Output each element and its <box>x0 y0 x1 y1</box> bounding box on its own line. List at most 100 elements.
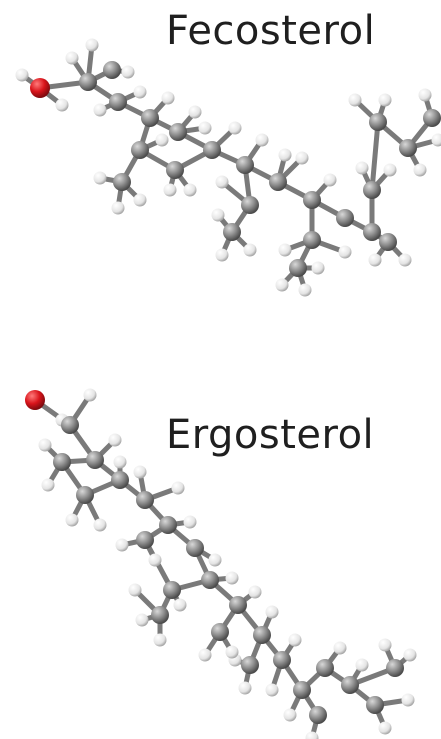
hydrogen-atom <box>198 121 212 135</box>
hydrogen-atom <box>85 38 99 52</box>
hydrogen-atom <box>215 248 229 262</box>
carbon-atom <box>61 416 79 434</box>
hydrogen-atom <box>111 201 125 215</box>
hydrogen-atom <box>198 648 212 662</box>
carbon-atom <box>211 623 229 641</box>
hydrogen-atom <box>338 245 352 259</box>
hydrogen-atom <box>333 641 347 655</box>
carbon-atom <box>386 659 404 677</box>
hydrogen-atom <box>93 518 107 532</box>
hydrogen-atom <box>403 648 417 662</box>
hydrogen-atom <box>108 433 122 447</box>
carbon-atom <box>336 209 354 227</box>
hydrogen-atom <box>323 173 337 187</box>
carbon-atom <box>151 606 169 624</box>
carbon-atom <box>203 141 221 159</box>
carbon-atom <box>136 491 154 509</box>
ergosterol-atoms-and-bonds <box>25 388 417 739</box>
hydrogen-atom <box>121 65 135 79</box>
hydrogen-atom <box>65 513 79 527</box>
carbon-atom <box>201 571 219 589</box>
hydrogen-atom <box>228 121 242 135</box>
hydrogen-atom <box>171 481 185 495</box>
hydrogen-atom <box>368 253 382 267</box>
bond <box>369 119 381 193</box>
carbon-atom <box>86 451 104 469</box>
carbon-atom <box>341 676 359 694</box>
carbon-atom <box>303 231 321 249</box>
carbon-atom <box>423 109 441 127</box>
hydrogen-atom <box>225 645 239 659</box>
carbon-atom <box>159 516 177 534</box>
hydrogen-atom <box>295 151 309 165</box>
carbon-atom <box>253 626 271 644</box>
hydrogen-atom <box>348 93 362 107</box>
hydrogen-atom <box>398 253 412 267</box>
carbon-atom <box>309 706 327 724</box>
hydrogen-atom <box>418 88 432 102</box>
hydrogen-atom <box>288 633 302 647</box>
hydrogen-atom <box>278 243 292 257</box>
hydrogen-atom <box>55 98 69 112</box>
carbon-atom <box>303 191 321 209</box>
hydrogen-atom <box>38 438 52 452</box>
hydrogen-atom <box>311 261 325 275</box>
hydrogen-atom <box>278 148 292 162</box>
fecosterol-ball-and-stick-model <box>15 38 441 297</box>
carbon-atom <box>141 109 159 127</box>
carbon-atom <box>229 596 247 614</box>
hydrogen-atom <box>255 133 269 147</box>
carbon-atom <box>111 471 129 489</box>
carbon-atom <box>379 233 397 251</box>
hydrogen-atom <box>188 105 202 119</box>
carbon-atom <box>273 651 291 669</box>
hydrogen-atom <box>113 455 127 469</box>
hydrogen-atom <box>135 613 149 627</box>
hydrogen-atom <box>401 693 415 707</box>
carbon-atom <box>366 696 384 714</box>
hydrogen-atom <box>383 163 397 177</box>
hydrogen-atom <box>378 638 392 652</box>
hydrogen-atom <box>15 68 29 82</box>
hydrogen-atom <box>215 175 229 189</box>
carbon-atom <box>163 581 181 599</box>
hydrogen-atom <box>355 658 369 672</box>
carbon-atom <box>103 61 121 79</box>
oxygen-atom <box>30 78 50 98</box>
carbon-atom <box>169 123 187 141</box>
hydrogen-atom <box>173 598 187 612</box>
hydrogen-atom <box>298 283 312 297</box>
hydrogen-atom <box>148 553 162 567</box>
hydrogen-atom <box>305 731 319 739</box>
hydrogen-atom <box>83 388 97 402</box>
carbon-atom <box>399 139 417 157</box>
hydrogen-atom <box>431 133 441 147</box>
carbon-atom <box>223 223 241 241</box>
carbon-atom <box>109 93 127 111</box>
carbon-atom <box>76 486 94 504</box>
hydrogen-atom <box>378 721 392 735</box>
carbon-atom <box>136 531 154 549</box>
carbon-atom <box>269 173 287 191</box>
carbon-atom <box>166 161 184 179</box>
hydrogen-atom <box>211 208 225 222</box>
carbon-atom <box>363 181 381 199</box>
hydrogen-atom <box>133 85 147 99</box>
hydrogen-atom <box>115 538 129 552</box>
carbon-atom <box>369 113 387 131</box>
hydrogen-atom <box>183 183 197 197</box>
hydrogen-atom <box>163 183 177 197</box>
fecosterol-atoms-and-bonds <box>15 38 441 297</box>
hydrogen-atom <box>183 515 197 529</box>
hydrogen-atom <box>265 605 279 619</box>
hydrogen-atom <box>275 278 289 292</box>
hydrogen-atom <box>93 103 107 117</box>
hydrogen-atom <box>161 91 175 105</box>
carbon-atom <box>236 156 254 174</box>
hydrogen-atom <box>225 571 239 585</box>
hydrogen-atom <box>243 243 257 257</box>
hydrogen-atom <box>128 583 142 597</box>
carbon-atom <box>79 73 97 91</box>
hydrogen-atom <box>413 163 427 177</box>
